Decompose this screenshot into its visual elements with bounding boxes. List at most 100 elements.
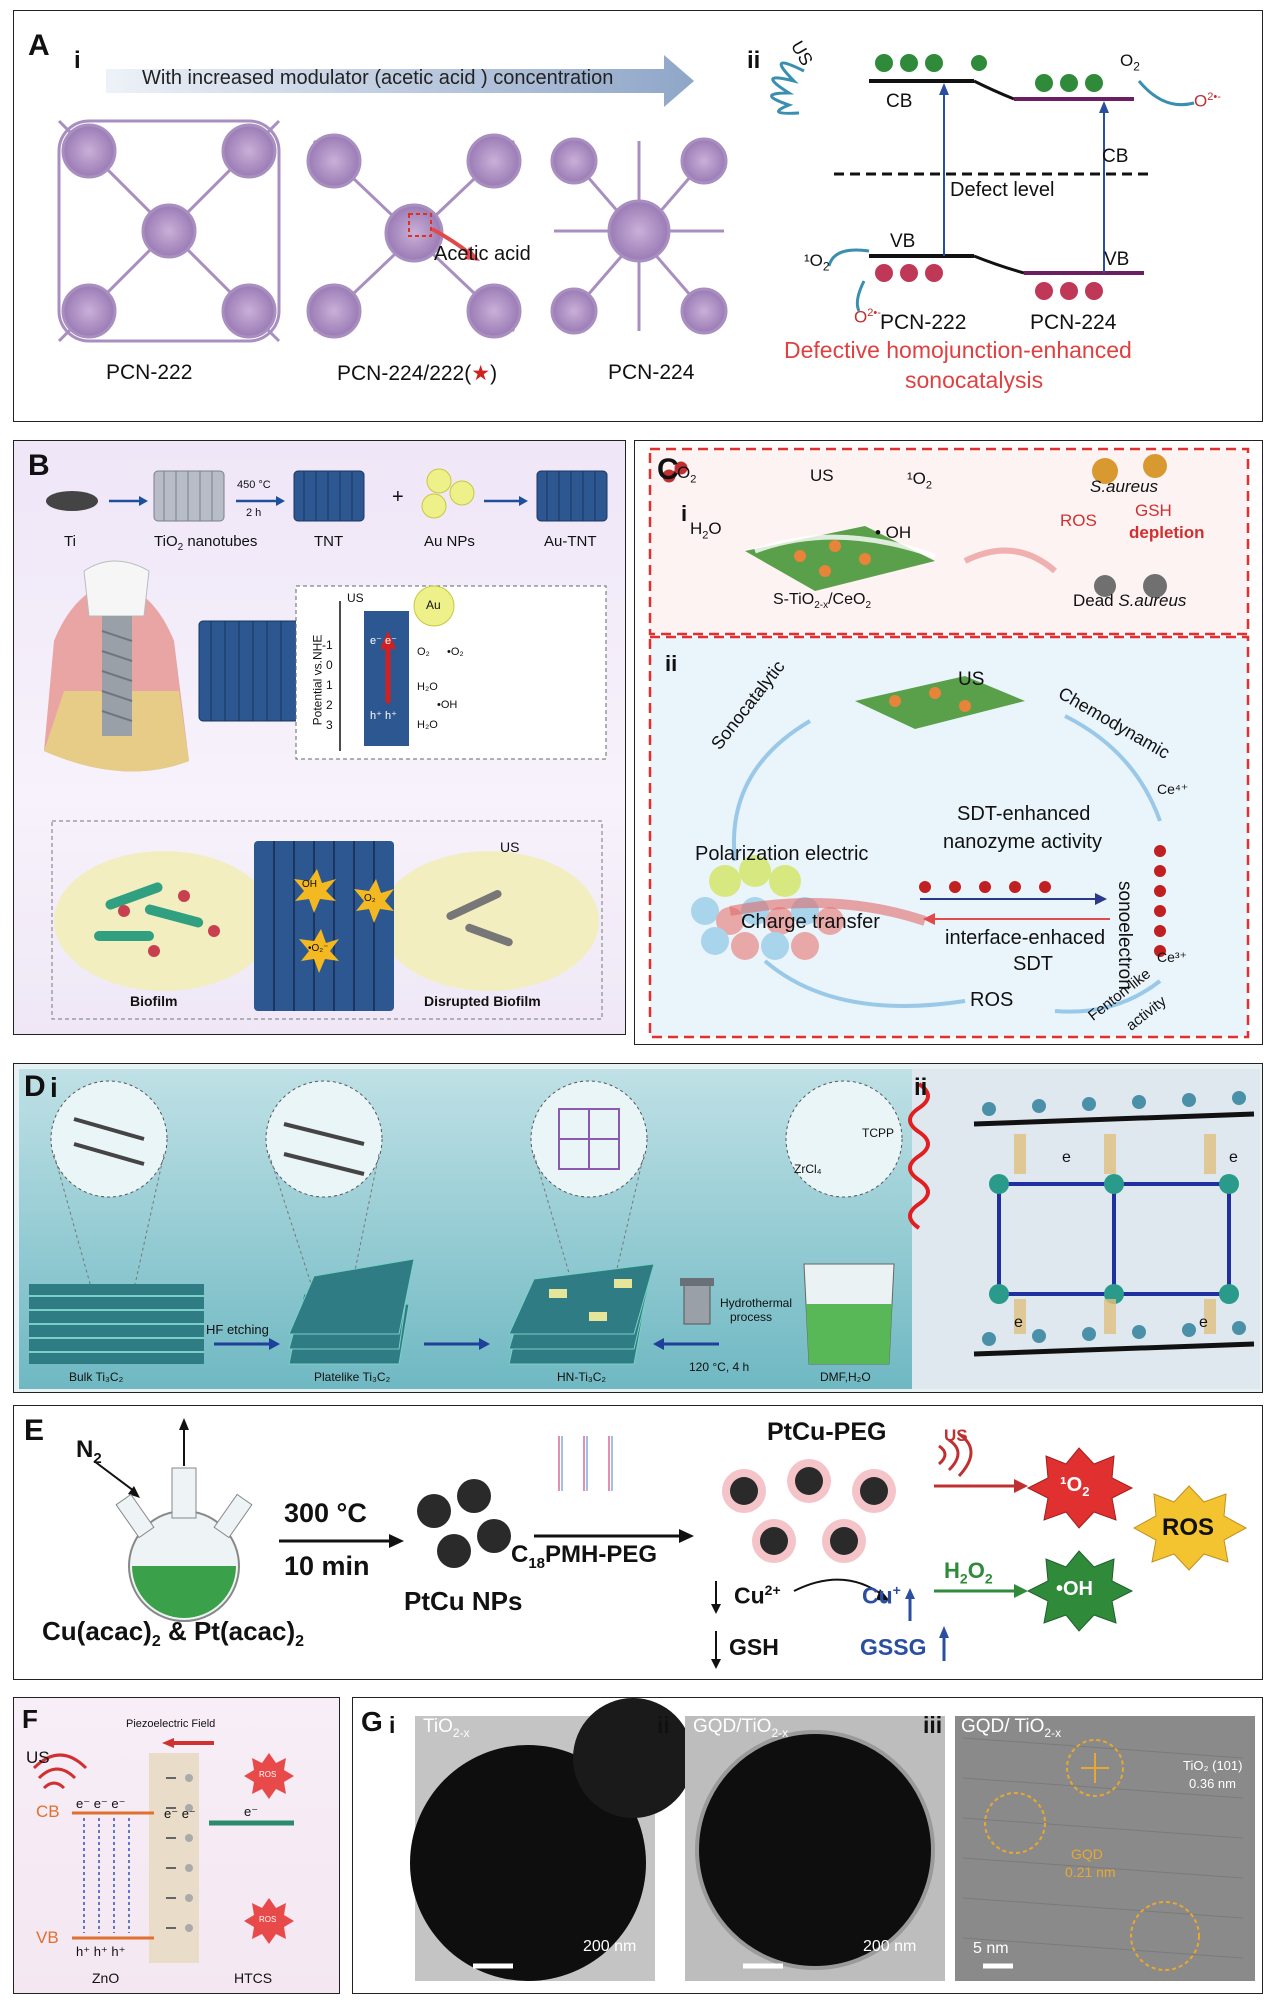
o2-text-c: O: [677, 463, 691, 482]
electrons-label: e⁻ e⁻: [370, 635, 397, 647]
h2o2-o: O: [967, 1558, 985, 1583]
scale-bar-3-label: 5 nm: [973, 1940, 1009, 1957]
autoclave-icon: [680, 1278, 714, 1325]
panel-a: A i ii With increased modulator (acetic …: [13, 10, 1263, 422]
electrons-label-f: e⁻ e⁻ e⁻: [76, 1796, 126, 1811]
h2o-o: O: [708, 519, 722, 538]
precursor-label: Cu(acac)2 & Pt(acac)2: [42, 1616, 304, 1651]
au-nps-label: Au NPs: [424, 533, 475, 550]
singlet-oxygen-burst: [1026, 1447, 1134, 1529]
panel-b: B Ti TiO2 nanotubes 450 °C 2 h + TNT Au …: [13, 440, 626, 1035]
holes-label-f: h⁺ h⁺ h⁺: [76, 1944, 126, 1959]
ptcu-peg-icon: [722, 1459, 896, 1563]
panel-f-graphics: [32, 1738, 294, 1963]
tio2-nanotubes-label: TiO2 nanotubes: [154, 533, 257, 553]
panel-d-graphics: [19, 1069, 1260, 1389]
scale-bar-2-label: 200 nm: [863, 1938, 917, 1955]
pcn-224-222-structure: [306, 133, 522, 339]
ce3-label: Ce³⁺: [1157, 949, 1187, 965]
pcn-224-label: PCN-224: [608, 361, 695, 384]
us-label-c-ii: US: [958, 669, 985, 690]
oh-label-c: • OH: [875, 523, 912, 542]
panel-e: E N2 300 °C 10 min PtCu NPs C18PMH-PEG C…: [13, 1405, 1263, 1680]
gqd-label: GQD: [1071, 1846, 1103, 1862]
catalyst-sub: 2-x: [814, 600, 829, 612]
sdt-enhanced-label: SDT-enhanced: [957, 803, 1091, 825]
ros-label-f-1: ROS: [259, 1770, 277, 1779]
heterojunction-spheres: [691, 855, 844, 960]
panel-d: D i ii Bulk Ti₃C₂ Platelike Ti₃C₂ HN-Ti₃…: [13, 1063, 1263, 1393]
oh-label-b: •OH: [437, 699, 458, 711]
o2-minus-sup: 2•-: [867, 307, 881, 319]
superoxide-label-b: •O₂: [447, 646, 464, 658]
superoxide-label: O2•-: [1194, 91, 1221, 112]
hn-ti3c2-label: HN-Ti₃C₂: [557, 1370, 607, 1384]
ros-label-e: ROS: [1162, 1514, 1215, 1541]
cu2-text: Cu: [734, 1582, 765, 1609]
catalyst-label-c: S-TiO2-x/CeO2: [773, 591, 871, 611]
vb-label-f: VB: [36, 1928, 59, 1947]
h2o-label-2: H₂O: [417, 719, 438, 731]
panel-f-label: F: [22, 1704, 38, 1734]
superoxide-text: O: [1194, 91, 1208, 111]
o2-tag: O₂: [364, 893, 376, 904]
ti-label: Ti: [64, 533, 76, 550]
peg-reagent-label: C18PMH-PEG: [511, 1541, 657, 1572]
caption-line-1: Defective homojunction-enhanced: [784, 337, 1132, 363]
disrupted-biofilm-label: Disrupted Biofilm: [424, 993, 541, 1009]
singlet-text-e: ¹O: [1060, 1474, 1083, 1496]
pcn-224-222-text: PCN-224/222(: [337, 362, 472, 385]
superoxide-sup: 2•-: [1207, 91, 1221, 103]
gsh-label-c: GSH: [1135, 501, 1172, 520]
hydroxyl-burst: [1026, 1550, 1134, 1632]
pcn-224-222-close: ): [490, 362, 498, 385]
n2-label: N2: [76, 1436, 102, 1467]
gssg-label-e: GSSG: [860, 1634, 927, 1660]
hydrothermal-label-2: process: [730, 1310, 773, 1324]
polarization-label: Polarization electric: [695, 843, 869, 865]
hydroxyl-label-e: •OH: [1056, 1578, 1094, 1600]
disrupted-biofilm-blob: [379, 851, 599, 991]
precursor-cu: Cu(acac): [42, 1616, 152, 1646]
h2o2-h: H: [944, 1558, 960, 1583]
panel-a-sub-i: i: [74, 47, 81, 74]
ros-burst-f-1: [244, 1753, 294, 1799]
us-label-e: US: [944, 1426, 968, 1445]
vb2-label: VB: [1104, 249, 1130, 270]
h2o-sub: 2: [702, 529, 709, 542]
o2-text: O: [1120, 51, 1134, 70]
panel-a-sub-ii: ii: [747, 47, 761, 74]
tio2-sub: 2: [177, 542, 184, 553]
tem-label-3-text: GQD/ TiO: [961, 1716, 1045, 1737]
ptcu-peg-label: PtCu-PEG: [767, 1418, 887, 1446]
ros-burst-f-2: [244, 1898, 294, 1944]
dead-s-aureus-label: Dead S.aureus: [1073, 591, 1186, 611]
pcn-224-222-label: PCN-224/222(★): [337, 361, 497, 386]
modulator-arrow: [106, 55, 694, 107]
d-spacing-2-label: 0.21 nm: [1065, 1864, 1116, 1880]
reaction-temp: 300 °C: [284, 1498, 367, 1528]
bulk-ti3c2-block: [29, 1284, 204, 1364]
tick-1: 1: [326, 678, 333, 692]
precursor-sub1: 2: [151, 1633, 161, 1651]
panel-c-i-box: [648, 447, 1250, 636]
anneal-temp: 450 °C: [237, 479, 271, 491]
panel-g-graphics: [410, 1698, 1255, 1981]
panel-e-graphics: [93, 1418, 1248, 1669]
band-diagram: [770, 54, 1195, 312]
electron-label-d-3: e: [1014, 1314, 1023, 1331]
star-icon: ★: [471, 362, 491, 385]
electrons-label-f-3: e⁻: [244, 1804, 259, 1819]
singlet-sub-e: 2: [1082, 1484, 1090, 1499]
n2-text: N: [76, 1436, 94, 1463]
us-label-f: US: [26, 1748, 50, 1767]
tick-0: 0: [326, 658, 333, 672]
tnt-large-icon: [198, 620, 300, 722]
au-label: Au: [426, 598, 441, 612]
us-label-c-i: US: [810, 466, 834, 485]
peg-c: C: [511, 1541, 529, 1568]
nanotube-array-center: [254, 841, 394, 1011]
vb1-label: VB: [890, 231, 916, 252]
hrtem-image-3: [955, 1716, 1255, 1981]
sdt-label: SDT: [1013, 953, 1053, 975]
